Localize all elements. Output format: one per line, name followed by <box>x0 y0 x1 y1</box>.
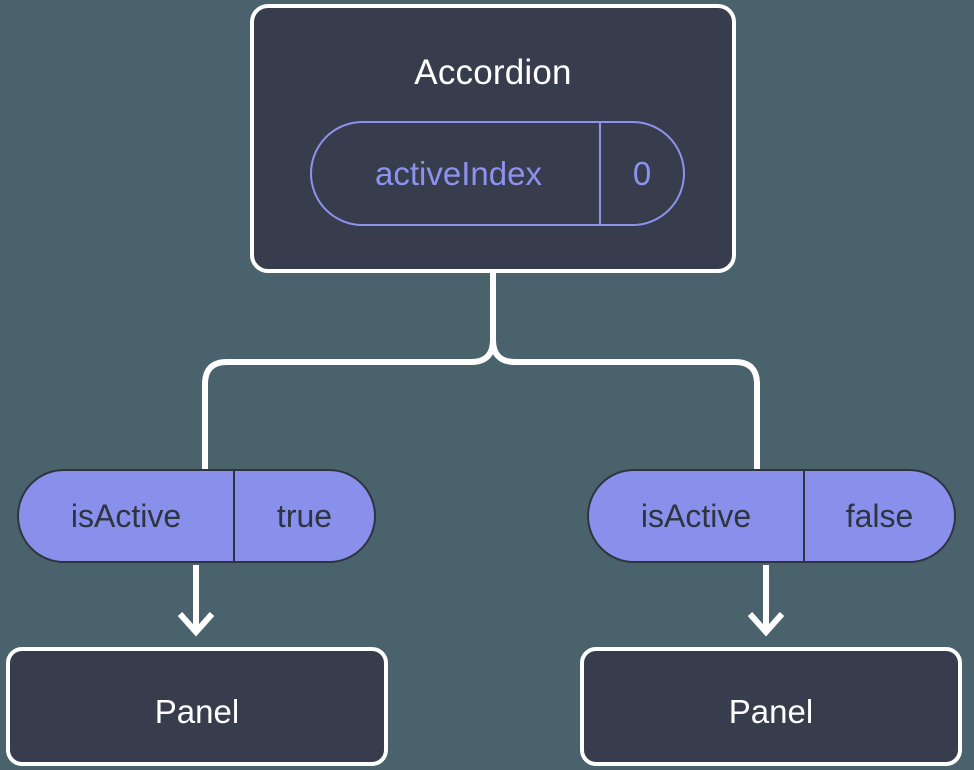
prop-pill-is-active-true[interactable]: isActive true <box>17 469 376 563</box>
prop-pill-is-active-false[interactable]: isActive false <box>587 469 956 563</box>
node-panel-right[interactable]: Panel <box>580 647 962 766</box>
accordion-title: Accordion <box>414 53 572 92</box>
state-pill-active-index[interactable]: activeIndex 0 <box>310 121 685 226</box>
panel-title: Panel <box>154 693 240 730</box>
arrow-right-head <box>747 612 785 637</box>
panel-title: Panel <box>728 693 814 730</box>
arrow-left-head <box>177 612 215 637</box>
state-pill-value: 0 <box>599 123 683 224</box>
prop-pill-key: isActive <box>640 498 752 534</box>
state-pill-key: activeIndex <box>375 155 542 192</box>
node-panel-left[interactable]: Panel <box>6 647 388 766</box>
branch-right-line <box>490 339 760 469</box>
prop-pill-value: false <box>803 471 954 561</box>
branch-left-line <box>202 339 496 469</box>
prop-pill-key: isActive <box>70 498 182 534</box>
prop-pill-value: true <box>233 471 374 561</box>
node-accordion[interactable]: Accordion activeIndex 0 <box>250 4 736 273</box>
